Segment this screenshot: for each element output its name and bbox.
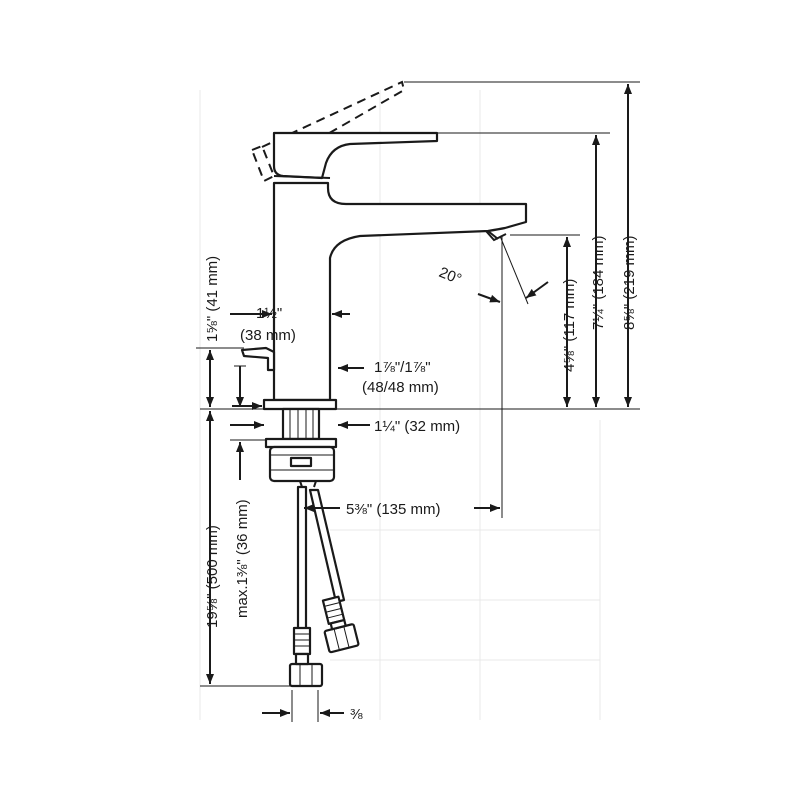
escutcheon <box>262 398 338 411</box>
hose-nut-2 <box>323 623 360 654</box>
faucet-body <box>240 80 528 402</box>
label-spout-top-height: 7¼" (184 mm) <box>590 235 607 330</box>
threaded-shank <box>281 407 321 441</box>
spout-body <box>272 181 528 402</box>
label-hose-length: 19⅝" (500 mm) <box>204 525 221 628</box>
lever-handle <box>272 131 439 180</box>
nut-detail <box>289 456 313 468</box>
hose-nut-1 <box>288 662 324 688</box>
label-hole-diameter: 1¼" (32 mm) <box>374 418 460 435</box>
background-grid <box>199 90 601 720</box>
hose-collar-1 <box>292 626 312 656</box>
supply-hoses <box>288 485 360 688</box>
hose-neck-2 <box>329 618 347 631</box>
label-total-height: 8⅝" (219 mm) <box>621 235 638 330</box>
lever-open-position-dashed <box>250 80 406 183</box>
label-connection-size: ⅜ <box>350 706 363 723</box>
label-lever-angle: 20° <box>437 264 464 288</box>
under-counter-assembly <box>262 398 338 488</box>
label-base-diameter-mm: (48/48 mm) <box>362 379 439 396</box>
label-base-diameter-in: 1⅞"/1⅞" <box>374 359 431 376</box>
extension-lines <box>196 81 640 722</box>
label-max-deck-thickness: max.1⅜" (36 mm) <box>234 499 251 618</box>
label-body-width-mm: (38 mm) <box>240 327 296 344</box>
label-body-width-in: 1½" <box>256 305 282 322</box>
label-lever-height: 1⅝" (41 mm) <box>204 256 221 342</box>
washer <box>264 437 338 449</box>
label-spout-reach: 5⅜" (135 mm) <box>346 501 441 518</box>
label-outlet-height: 4⅝" (117 mm) <box>561 279 578 372</box>
dimension-arrows <box>206 84 632 717</box>
hose-neck-1 <box>294 652 310 666</box>
dim-angle-arrow-1 <box>477 293 501 303</box>
dimension-labels: 8⅝" (219 mm) 7¼" (184 mm) 4⅝" (117 mm) 2… <box>204 235 638 723</box>
popup-rod <box>240 346 276 372</box>
hose-bent <box>308 488 346 604</box>
dim-angle-arrow-2 <box>525 281 549 299</box>
